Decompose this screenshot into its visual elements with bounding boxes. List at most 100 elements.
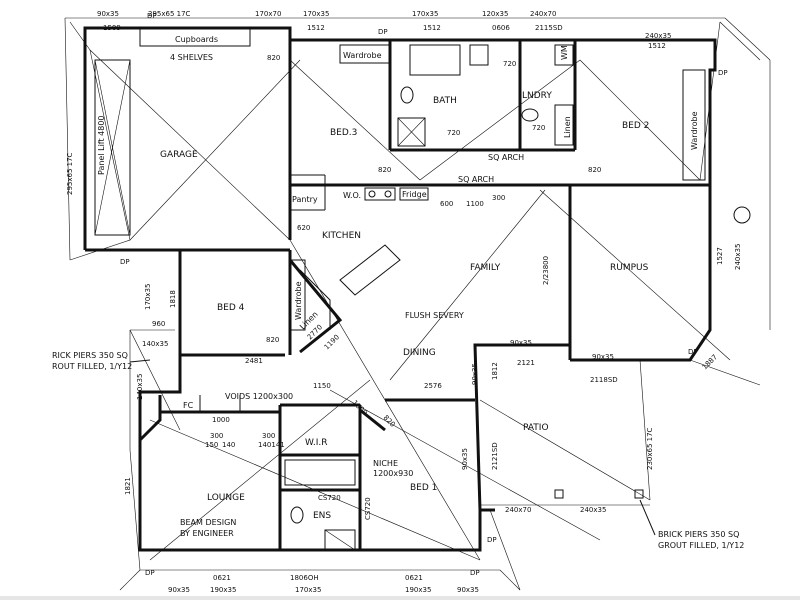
- dp-rumpus: DP: [688, 348, 698, 356]
- label-sq-arch-1: SQ ARCH: [488, 153, 524, 162]
- win-2115sd: 2115SD: [535, 24, 563, 32]
- room-garage: GARAGE: [160, 150, 198, 160]
- label-beam-design: BEAM DESIGN: [180, 518, 236, 527]
- room-bed3: BED.3: [330, 128, 357, 138]
- note-brick-piers-right-2: GROUT FILLED, 1/Y12: [658, 541, 744, 550]
- room-ens: ENS: [313, 511, 331, 521]
- dim-820b: 820: [378, 166, 391, 174]
- dim-top-4: 170x35: [303, 10, 329, 18]
- dim-1190: 1190: [323, 333, 341, 351]
- note-brick-piers-left-1: RICK PIERS 350 SQ: [52, 351, 128, 360]
- dp-lounge: DP: [145, 569, 155, 577]
- room-laundry: LNDRY: [522, 91, 552, 101]
- label-shelves: 4 SHELVES: [170, 53, 213, 62]
- dim-90x35-a: 90x35: [510, 339, 532, 347]
- room-dining: DINING: [403, 348, 436, 358]
- dim-720c: 720: [532, 124, 545, 132]
- label-voids: VOIDS 1200x300: [225, 392, 293, 401]
- dim-960: 960: [152, 320, 165, 328]
- dim-bot-5: 90x35: [457, 586, 479, 594]
- dim-300a: 300: [210, 432, 223, 440]
- dim-300b: 300: [262, 432, 275, 440]
- dim-820c: 820: [588, 166, 601, 174]
- label-linen-laundry: Linen: [563, 116, 572, 138]
- win-0621a: 0621: [213, 574, 231, 582]
- dim-90x35-d: 90x35: [461, 448, 469, 470]
- dim-240x70: 240x70: [505, 506, 531, 514]
- dim-bot-3: 170x35: [295, 586, 321, 594]
- dim-140x35b: 140x35: [136, 374, 144, 400]
- dim-bot-1: 90x35: [168, 586, 190, 594]
- dim-150: 150: [205, 441, 218, 449]
- dim-720a: 720: [503, 60, 516, 68]
- dim-295x65: 295x65 17C: [66, 152, 74, 195]
- room-labels: GARAGE BED.3 BATH LNDRY BED 2 KITCHEN FA…: [160, 91, 649, 521]
- win-1806oh: 1806OH: [290, 574, 319, 582]
- label-flush-severy: FLUSH SEVERY: [405, 311, 464, 320]
- dim-1000a: 1000: [212, 416, 230, 424]
- dim-230x65: 230x65 17C: [646, 427, 654, 470]
- dp-garage: DP: [120, 258, 130, 266]
- label-wardrobe-bed3: Wardrobe: [343, 51, 382, 60]
- dim-top-7: 240x70: [530, 10, 556, 18]
- dim-170x35-left: 170x35: [144, 284, 152, 310]
- room-bath: BATH: [433, 96, 457, 106]
- dp-top-left: DP: [147, 12, 157, 20]
- fixture-labels: Cupboards 4 SHELVES Wardrobe Wardrobe Wa…: [97, 35, 699, 538]
- dim-300: 300: [492, 194, 505, 202]
- dim-1887: 1887: [701, 353, 719, 371]
- dim-240x35-bot: 240x35: [580, 506, 606, 514]
- room-family: FAMILY: [470, 263, 501, 273]
- room-bed4: BED 4: [217, 303, 245, 313]
- dim-1821: 1821: [124, 477, 132, 495]
- note-brick-piers-left-2: ROUT FILLED, 1/Y12: [52, 362, 132, 371]
- dim-600: 600: [440, 200, 453, 208]
- win-0621b: 0621: [405, 574, 423, 582]
- room-bed2: BED 2: [622, 121, 649, 131]
- dim-bot-4: 190x35: [405, 586, 431, 594]
- label-wardrobe-bed2: Wardrobe: [690, 111, 699, 150]
- room-wir: W.I.R: [305, 438, 328, 448]
- win-1512a: 1512: [307, 24, 325, 32]
- dim-1527: 1527: [716, 247, 724, 265]
- dim-bot-2: 190x35: [210, 586, 236, 594]
- dp-top-mid: DP: [378, 28, 388, 36]
- dim-top-1: 90x35: [97, 10, 119, 18]
- dim-820a: 820: [267, 54, 280, 62]
- dim-140x35: 140x35: [142, 340, 168, 348]
- dim-90x35-b: 90x35: [592, 353, 614, 361]
- win-1512b: 1512: [423, 24, 441, 32]
- dim-240x35-right: 240x35: [734, 244, 742, 270]
- internal-walls: [160, 40, 710, 550]
- dim-1818: 1818: [169, 290, 177, 308]
- dim-1150: 1150: [313, 382, 331, 390]
- dim-1100: 1100: [466, 200, 484, 208]
- label-wm: WM: [560, 45, 569, 60]
- dim-top-3: 170x70: [255, 10, 281, 18]
- title-strip: [0, 596, 800, 600]
- dim-cs720b: CS720: [364, 497, 372, 520]
- dp-top-right: DP: [718, 69, 728, 77]
- dim-820d: 820: [266, 336, 279, 344]
- room-kitchen: KITCHEN: [322, 231, 361, 241]
- label-wo: W.O.: [343, 191, 361, 200]
- room-patio: PATIO: [523, 423, 549, 433]
- dim-top-6: 120x35: [482, 10, 508, 18]
- dim-90x35-c: 90x35: [471, 363, 479, 385]
- label-fc: FC: [183, 401, 194, 410]
- dim-2576: 2576: [424, 382, 442, 390]
- notes: RICK PIERS 350 SQ ROUT FILLED, 1/Y12 BRI…: [52, 351, 744, 550]
- label-by-engineer: BY ENGINEER: [180, 529, 234, 538]
- pier-markers: [554, 206, 751, 499]
- label-niche: NICHE: [373, 459, 398, 468]
- dimension-labels: 90x35 295x65 17C 170x70 170x35 170x35 12…: [66, 10, 742, 594]
- dim-1401: 140141: [258, 441, 285, 449]
- dim-top-2: 295x65 17C: [148, 10, 191, 18]
- downpipe-labels: DP DP DP DP DP DP DP DP: [120, 12, 728, 577]
- label-fridge: Fridge: [402, 190, 427, 199]
- label-panel-lift: Panel Lift 4800: [97, 115, 106, 175]
- label-sq-arch-2: SQ ARCH: [458, 175, 494, 184]
- dim-cs720a: CS720: [318, 494, 341, 502]
- win-1512c: 1512: [648, 42, 666, 50]
